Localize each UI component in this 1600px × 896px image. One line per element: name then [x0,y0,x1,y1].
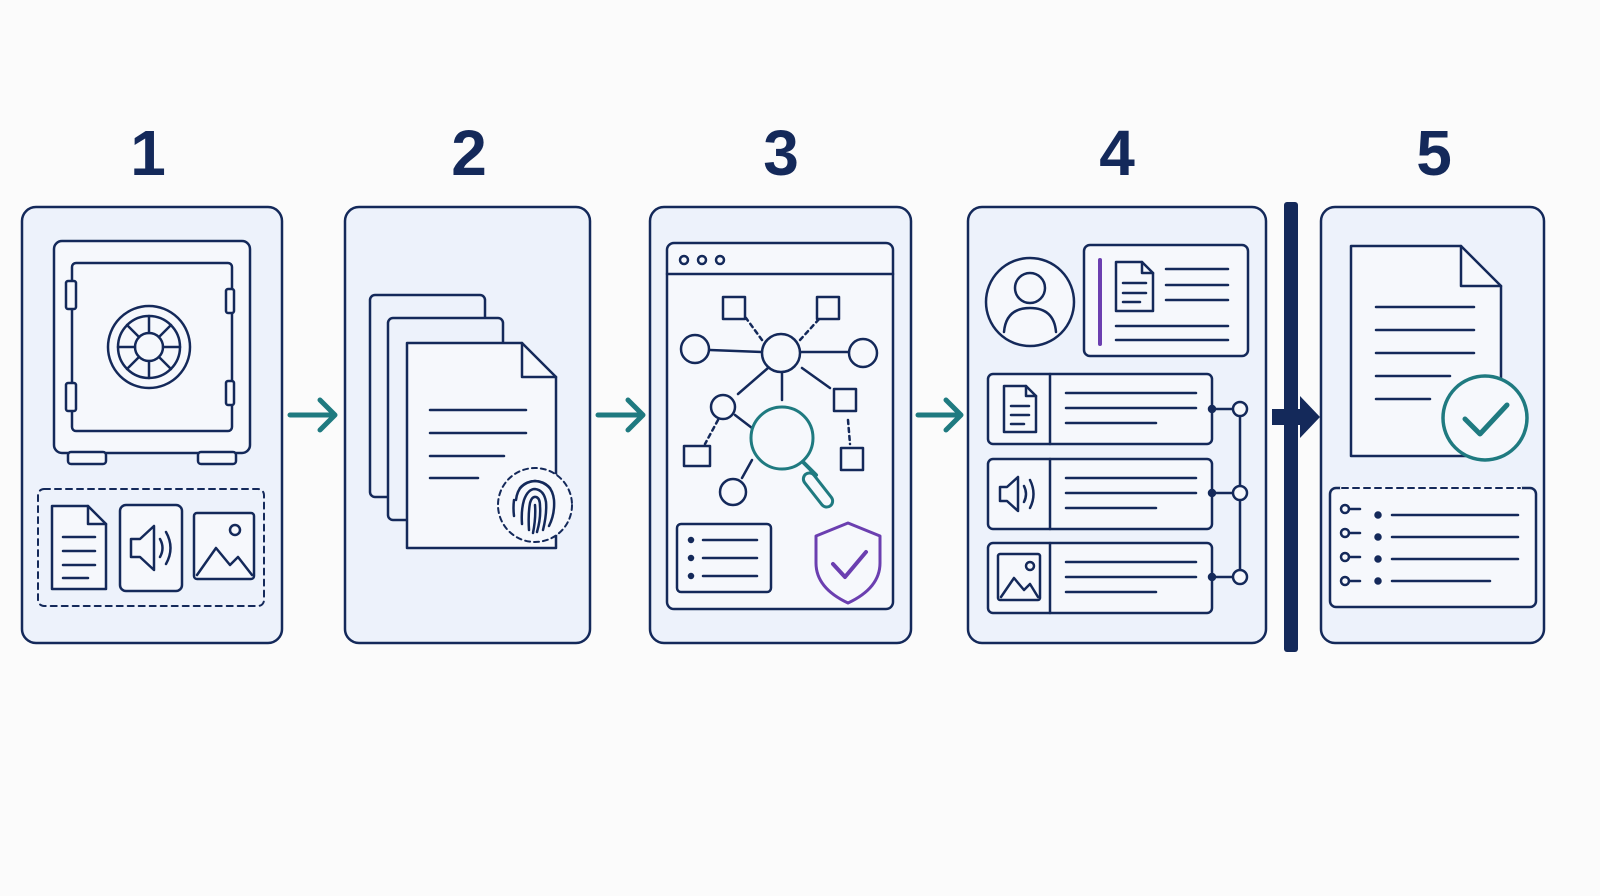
panel-1 [20,205,284,645]
user-avatar-icon [984,256,1076,348]
step-number-5: 5 [1416,117,1452,189]
arrow-right-icon [287,397,338,433]
magnifier-icon [749,405,835,509]
document-stack-icon [368,293,558,550]
step-number-2: 2 [451,117,487,189]
barrier-arrow-icon [1272,202,1320,652]
image-icon [192,511,256,581]
document-icon [1002,384,1038,434]
list-icon [675,522,773,594]
document-card-icon [1082,243,1250,358]
list-item [986,372,1249,446]
panel-4 [966,205,1268,645]
panel-3 [648,205,913,645]
arrow-right-icon [915,397,964,433]
image-icon [996,552,1042,602]
list-item [986,541,1249,615]
step-number-4: 4 [1099,117,1135,189]
network-graph-icon [679,295,879,507]
step-number-1: 1 [130,117,166,189]
shield-check-icon [814,521,882,605]
safe-vault-icon [52,239,252,466]
fingerprint-icon [497,467,573,543]
panel-5 [1319,205,1546,645]
audio-icon [998,475,1035,513]
list-item [986,457,1249,531]
panel-2 [343,205,592,645]
arrow-right-icon [595,397,646,433]
audio-icon [118,503,184,593]
step-number-3: 3 [763,117,799,189]
check-circle-icon [1441,374,1529,462]
checklist-icon [1328,486,1538,609]
document-icon [50,504,108,591]
